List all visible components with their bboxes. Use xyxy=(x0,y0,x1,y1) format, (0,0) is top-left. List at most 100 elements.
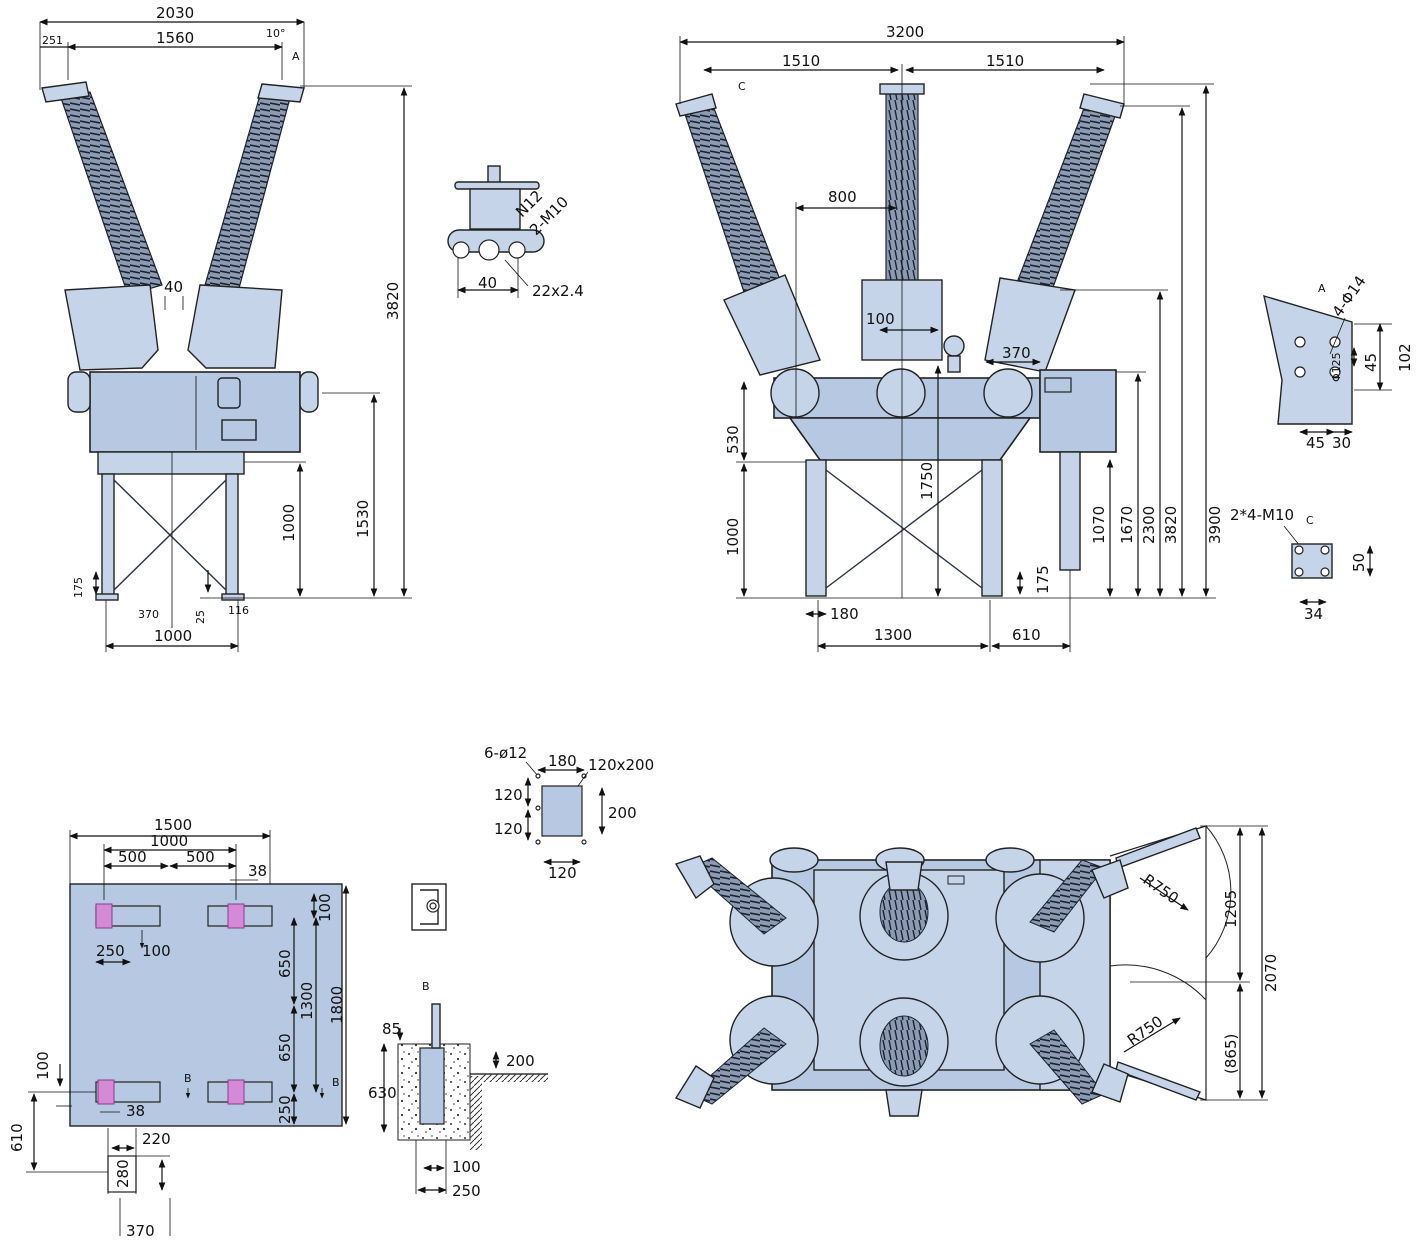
side-tank xyxy=(89,371,301,453)
plan-500-left: 500 xyxy=(118,848,147,866)
detail-a-ref: A xyxy=(1318,282,1326,295)
plan-650-b: 650 xyxy=(276,1033,294,1062)
top-pole-6 xyxy=(995,995,1129,1105)
plan-250: 250 xyxy=(96,942,125,960)
detail-a-v45: 45 xyxy=(1362,353,1380,372)
plan-250-v: 250 xyxy=(276,1095,294,1124)
side-dim-1560: 1560 xyxy=(156,29,194,47)
front-dim-1750: 1750 xyxy=(918,462,936,500)
front-dim-2300: 2300 xyxy=(1140,506,1158,544)
plan-b-right: B xyxy=(332,1076,340,1089)
plan-370: 370 xyxy=(126,1222,155,1240)
front-view: 3200 1510 1510 C 800 100 370 530 1000 17… xyxy=(675,23,1224,652)
top-pole-4 xyxy=(674,995,819,1109)
detail-a-h45: 45 xyxy=(1306,434,1325,452)
detail-a-holes: 4-Φ14 xyxy=(1329,272,1370,320)
anchor-plate: 6-ø12 180 120x200 120 120 200 120 xyxy=(484,744,654,882)
top-r750-lower: R750 xyxy=(1124,1012,1166,1049)
plan-b-left: B xyxy=(184,1072,192,1085)
front-frame xyxy=(805,459,1003,597)
top-pole-3 xyxy=(995,859,1129,963)
top-view: R750 R750 1205 (865) 2070 xyxy=(674,825,1280,1117)
plan-1300: 1300 xyxy=(298,982,316,1020)
front-dim-3900: 3900 xyxy=(1206,506,1224,544)
front-dim-175: 175 xyxy=(1034,565,1052,594)
side-dim-base-1000: 1000 xyxy=(154,627,192,645)
front-cabinet xyxy=(1039,369,1117,453)
front-dim-1670: 1670 xyxy=(1118,506,1136,544)
anchor-120-b: 120 xyxy=(494,820,523,838)
plan-1000: 1000 xyxy=(150,832,188,850)
section-b-ref: B xyxy=(422,980,430,993)
plan-610: 610 xyxy=(8,1123,26,1152)
plan-100-top: 100 xyxy=(316,893,334,922)
detail-c-34: 34 xyxy=(1304,605,1323,623)
side-bushing-right xyxy=(204,83,305,293)
detail-c-ref: C xyxy=(1306,514,1314,527)
front-dim-800: 800 xyxy=(828,188,857,206)
plan-1800: 1800 xyxy=(328,986,346,1024)
anchor-200: 200 xyxy=(608,804,637,822)
front-dim-100: 100 xyxy=(866,310,895,328)
detail-a: A 4-Φ14 Φ125 45 102 45 30 xyxy=(1263,272,1414,452)
section-b-630: 630 xyxy=(368,1084,397,1102)
plan-650-a: 650 xyxy=(276,949,294,978)
front-dim-1510-left: 1510 xyxy=(782,52,820,70)
side-dim-116: 116 xyxy=(228,604,249,617)
plan-220: 220 xyxy=(142,1130,171,1148)
section-b-100: 100 xyxy=(452,1158,481,1176)
anchor-120x200: 120x200 xyxy=(588,756,654,774)
detail-c-50: 50 xyxy=(1350,553,1368,572)
plan-500-right: 500 xyxy=(186,848,215,866)
section-b: B 85 630 200 100 250 xyxy=(368,980,548,1200)
terminal-detail: N12 2-M10 40 22x2.4 xyxy=(447,165,584,300)
side-dim-3820: 3820 xyxy=(384,282,402,320)
plan-1500: 1500 xyxy=(154,816,192,834)
side-dim-10deg: 10° xyxy=(266,27,286,40)
section-b-200: 200 xyxy=(506,1052,535,1070)
section-b-250: 250 xyxy=(452,1182,481,1200)
front-dim-1000: 1000 xyxy=(724,518,742,556)
front-dim-1300: 1300 xyxy=(874,626,912,644)
anchor-120-bottom: 120 xyxy=(548,864,577,882)
top-1205: 1205 xyxy=(1222,890,1240,928)
terminal-22x2-4: 22x2.4 xyxy=(532,282,584,300)
detail-c: 2*4-M10 C 50 34 xyxy=(1230,506,1374,623)
side-view: 2030 1560 251 10° A 40 3820 1530 1000 17… xyxy=(39,4,412,652)
top-pole-5 xyxy=(859,997,949,1117)
anchor-180: 180 xyxy=(548,752,577,770)
front-dim-370: 370 xyxy=(1002,344,1031,362)
detail-a-v102: 102 xyxy=(1396,343,1414,372)
front-dim-530: 530 xyxy=(724,425,742,454)
anchor-bolt-symbol xyxy=(411,883,447,931)
side-dim-175: 175 xyxy=(72,577,85,598)
front-bushing-left xyxy=(681,97,783,296)
top-pole-1 xyxy=(674,855,819,967)
side-dim-25: 25 xyxy=(194,610,207,624)
front-dim-1510-right: 1510 xyxy=(986,52,1024,70)
section-b-85: 85 xyxy=(382,1020,401,1038)
front-dim-3200: 3200 xyxy=(886,23,924,41)
front-dim-180: 180 xyxy=(830,605,859,623)
side-bushing-left xyxy=(41,81,163,296)
plan-38-top: 38 xyxy=(248,862,267,880)
detail-c-holes: 2*4-M10 xyxy=(1230,506,1294,524)
side-dim-1000: 1000 xyxy=(280,504,298,542)
front-dim-3820: 3820 xyxy=(1162,506,1180,544)
top-2070: 2070 xyxy=(1262,954,1280,992)
side-frame xyxy=(95,451,245,601)
side-dim-251: 251 xyxy=(42,34,63,47)
detail-a-h30: 30 xyxy=(1332,434,1351,452)
detail-a-pcd: Φ125 xyxy=(1330,352,1343,382)
plan-38-bot: 38 xyxy=(126,1102,145,1120)
terminal-40: 40 xyxy=(478,274,497,292)
side-ref-a: A xyxy=(292,50,300,63)
anchor-holes: 6-ø12 xyxy=(484,744,527,762)
side-dim-370: 370 xyxy=(138,608,159,621)
side-ct-left xyxy=(64,284,159,371)
front-bushing-right xyxy=(1017,97,1119,291)
side-dim-2030: 2030 xyxy=(156,4,194,22)
side-dim-1530: 1530 xyxy=(354,500,372,538)
side-ct-right xyxy=(187,284,283,369)
